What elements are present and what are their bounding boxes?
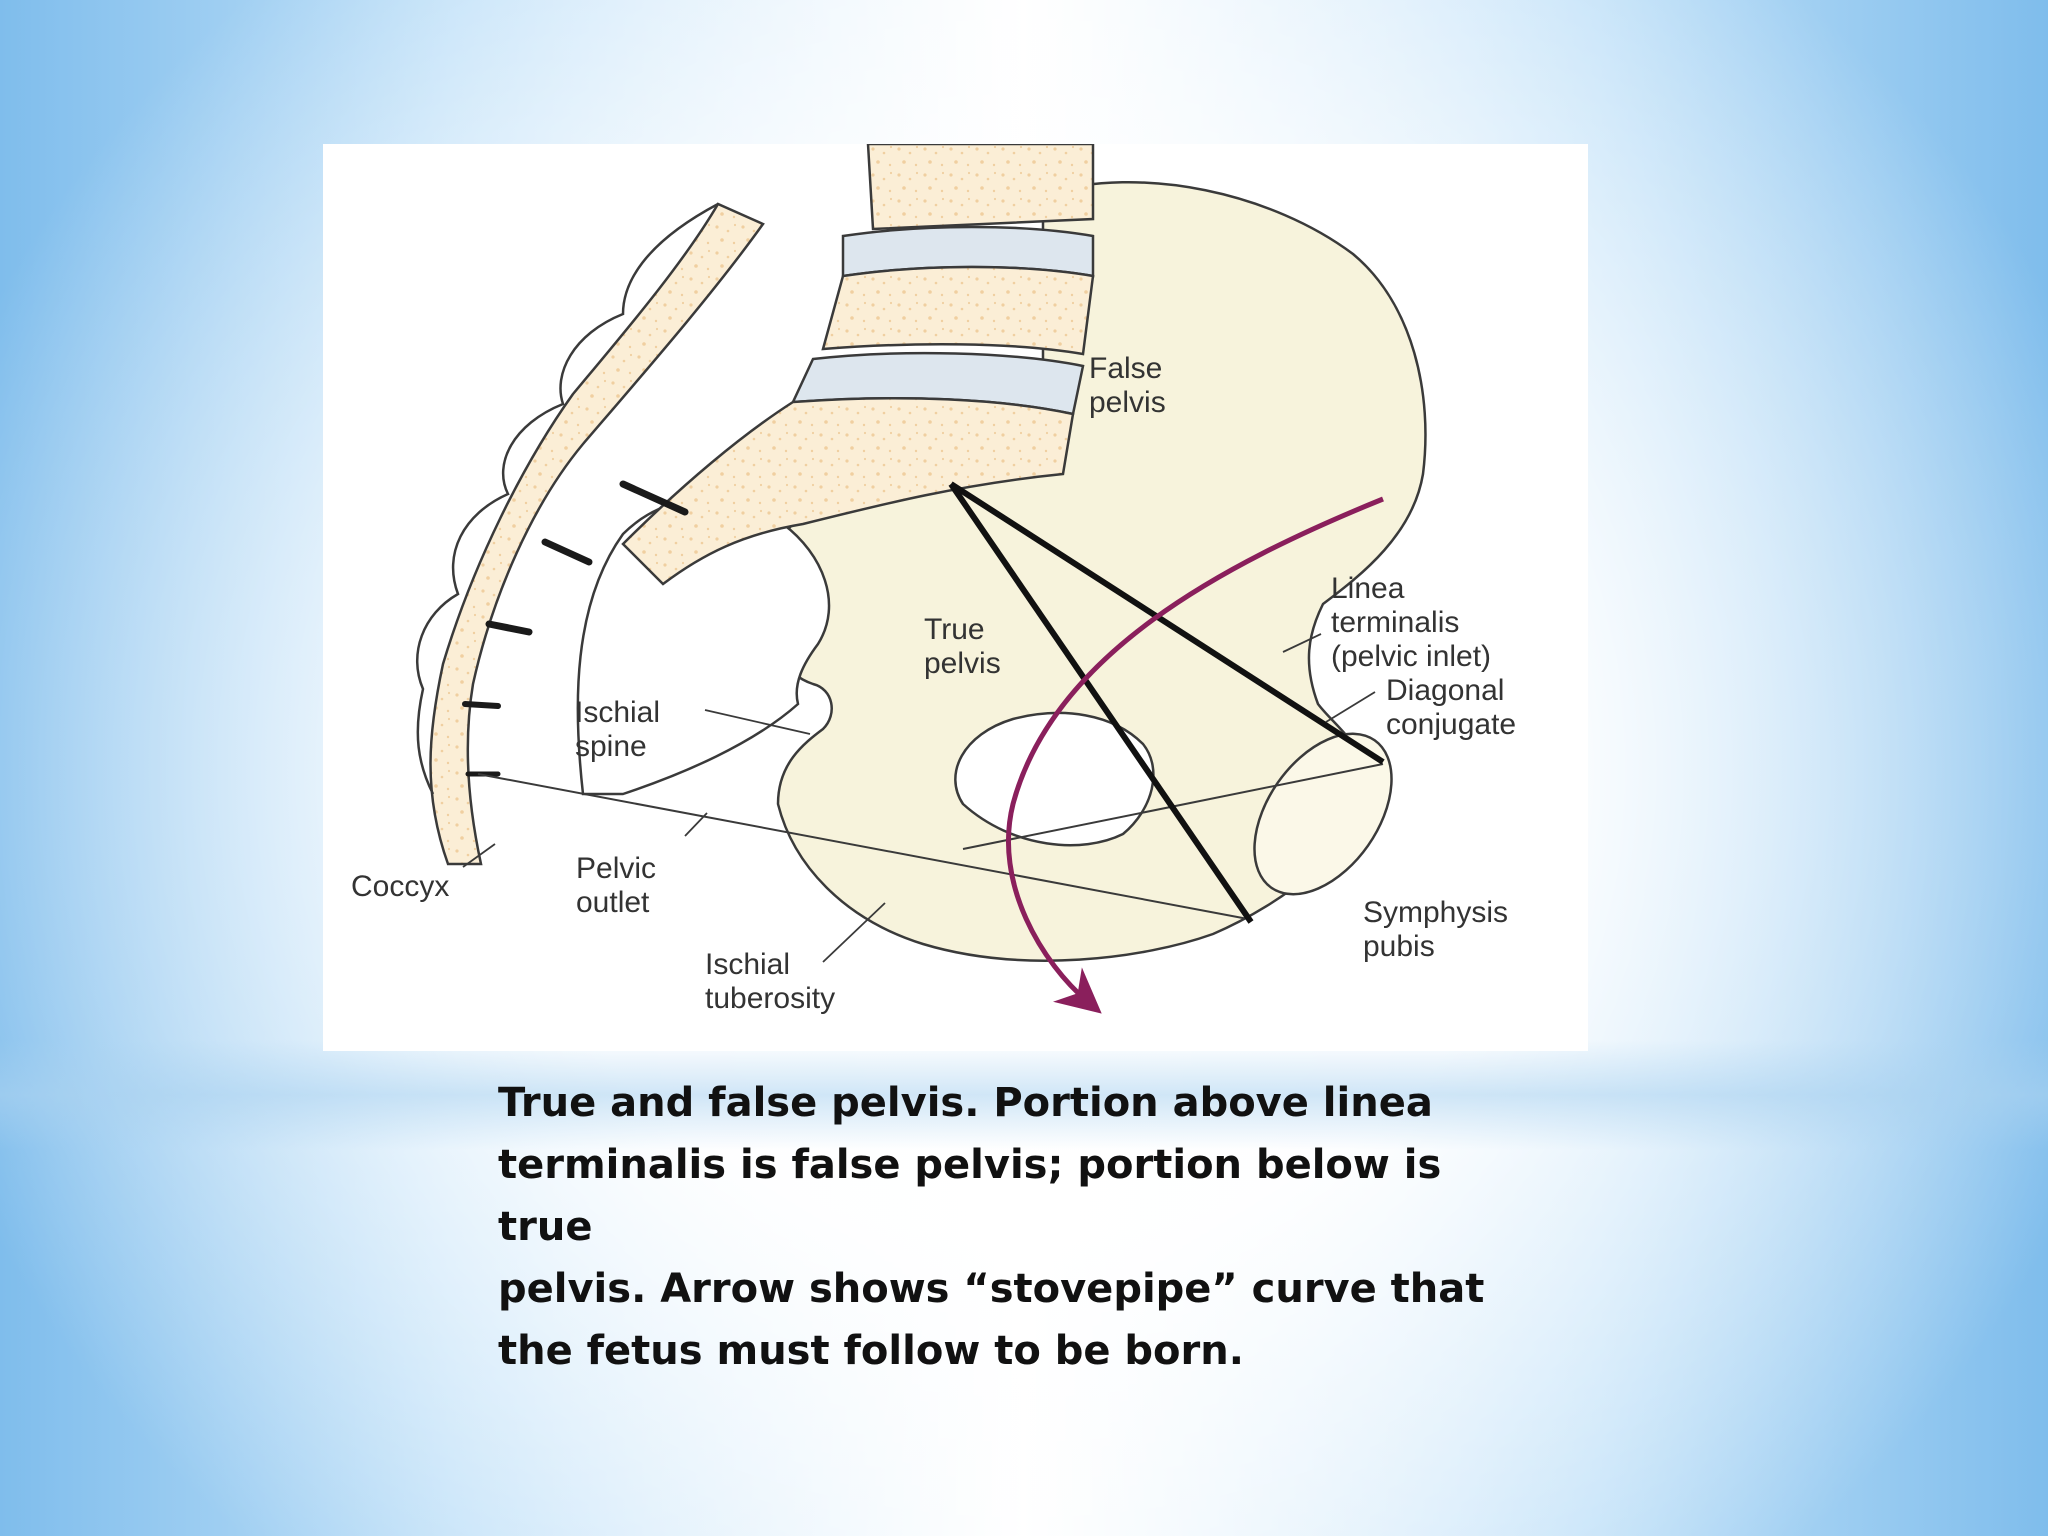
label-ischial-tuberosity: Ischial tuberosity (705, 948, 835, 1015)
leader-diagonal-conjugate (1325, 691, 1376, 723)
caption-line-4: the fetus must follow to be born. (498, 1328, 1244, 1374)
label-symphysis-pubis: Symphysis pubis (1363, 896, 1516, 963)
label-diagonal-conjugate: Diagonal conjugate (1386, 674, 1516, 741)
pelvis-diagram: False pelvis True pelvis Linea terminali… (323, 144, 1588, 1051)
label-ischial-spine: Ischial spine (575, 696, 668, 763)
true-conjugate-line (948, 482, 1254, 924)
sacrum-coccyx (429, 202, 765, 866)
leader-pelvic-outlet (684, 812, 708, 837)
caption-line-2: terminalis is false pelvis; portion belo… (498, 1142, 1442, 1250)
figure-caption: True and false pelvis. Portion above lin… (498, 1072, 1518, 1382)
label-false-pelvis: False pelvis (1089, 352, 1171, 419)
vertebral-body-2 (821, 265, 1095, 356)
leader-ischial-spine (704, 709, 811, 735)
symphysis-pubis-shape (1253, 732, 1393, 896)
stovepipe-curve-arrow (1006, 496, 1384, 1014)
label-linea-terminalis: Linea terminalis (pelvic inlet) (1331, 572, 1491, 673)
pelvic-outlet-line (477, 773, 1249, 920)
vertebral-body-1 (866, 144, 1095, 231)
leader-linea-terminalis (1282, 633, 1322, 653)
leader-coccyx (462, 843, 496, 868)
sacral-foramen-1 (619, 480, 689, 516)
label-pelvic-outlet: Pelvic outlet (576, 852, 664, 919)
leader-ischial-tuberosity (822, 902, 886, 963)
sacral-promontory (621, 396, 1075, 586)
sacral-foramen-3 (485, 620, 533, 636)
diagonal-conjugate-line (949, 481, 1385, 765)
caption-line-3: pelvis. Arrow shows “stovepipe” curve th… (498, 1266, 1485, 1312)
sacral-foramen-4 (462, 701, 501, 709)
sacral-foramen-2 (541, 538, 593, 566)
label-coccyx: Coccyx (351, 870, 449, 903)
caption-line-1: True and false pelvis. Portion above lin… (498, 1080, 1433, 1126)
pelvic-cavity (576, 497, 831, 796)
pelvis-illustration: False pelvis True pelvis Linea terminali… (351, 144, 1516, 1015)
label-true-pelvis: True pelvis (924, 613, 1001, 680)
obturator-foramen (954, 711, 1155, 847)
sacral-lobes (415, 202, 719, 795)
